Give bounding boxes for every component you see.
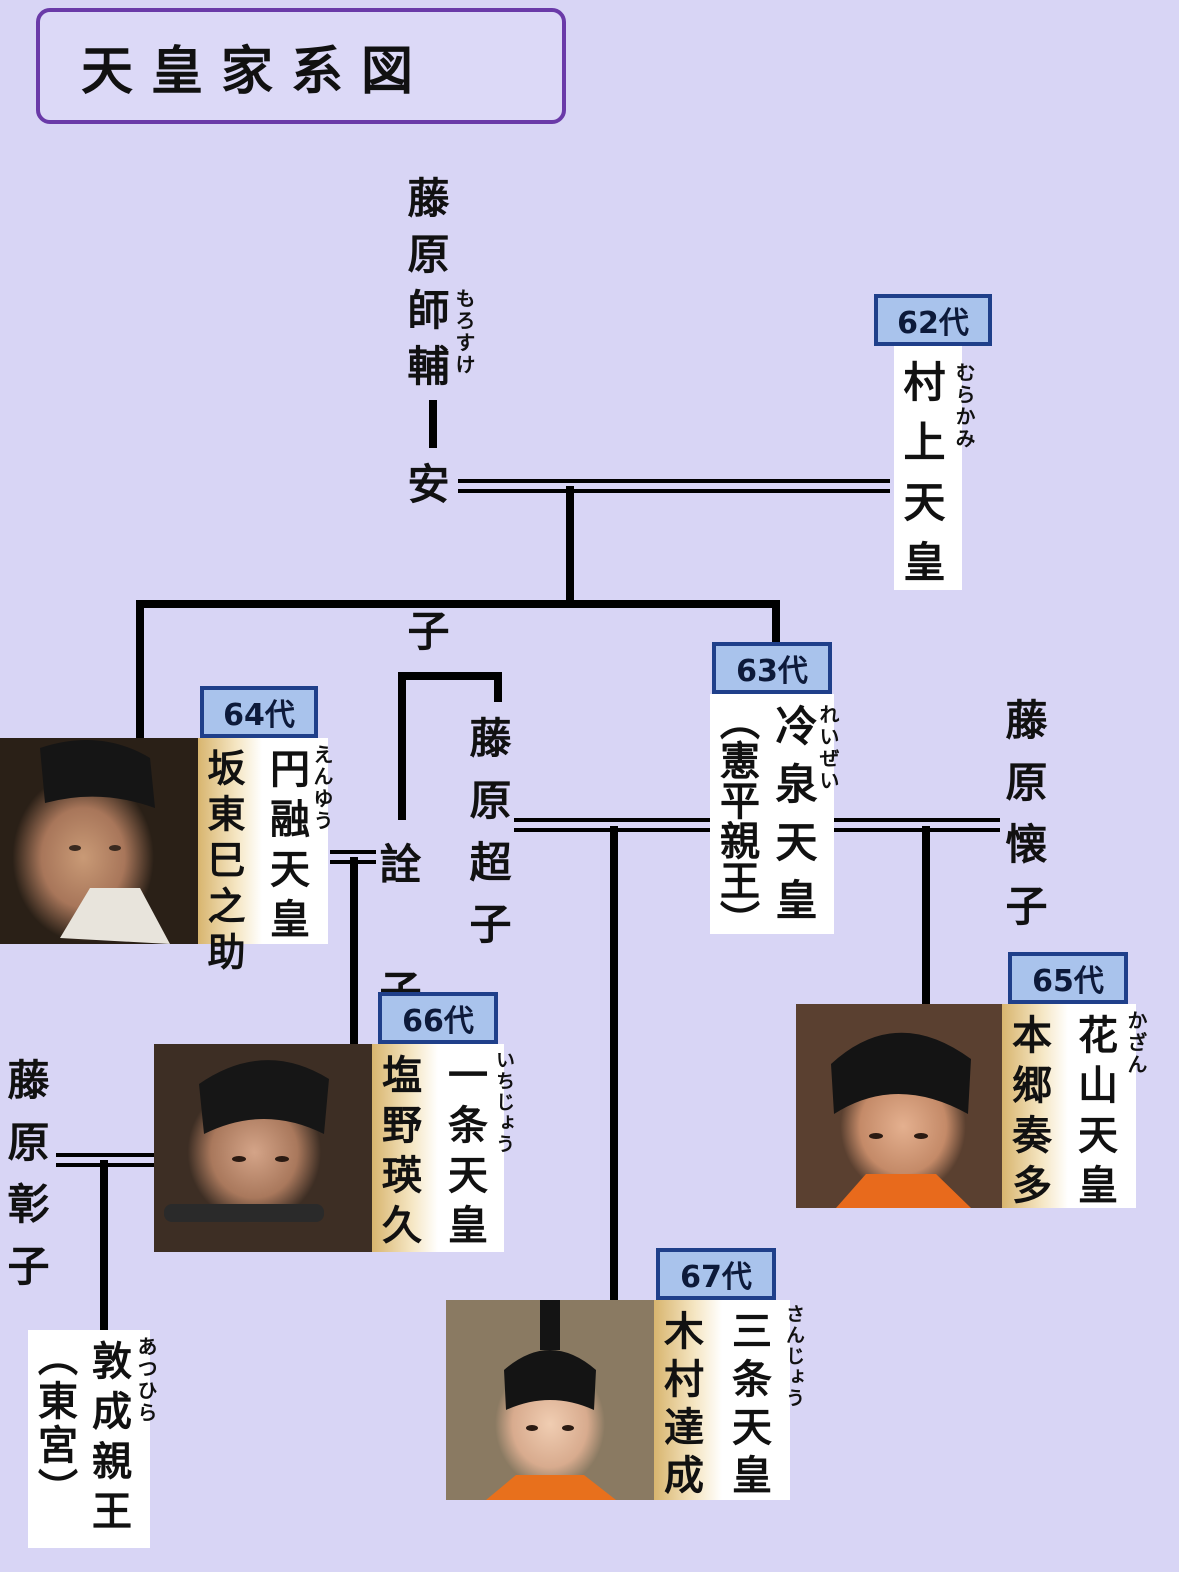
gen-badge-66: 66代 (378, 992, 498, 1044)
kazan-ruby: かざん (1124, 1010, 1148, 1076)
ichijo-actor-photo (154, 1044, 372, 1252)
enyu-actor-name: 坂東巳之助 (201, 748, 245, 978)
kazan-actor-name: 本郷奏多 (1005, 1014, 1051, 1214)
gen-badge-67: 67代 (656, 1248, 776, 1300)
ichijo-name: 一条天皇 (441, 1054, 487, 1254)
title-box: 天皇家系図 (36, 8, 566, 124)
murakami-name: 村上天皇 (897, 360, 946, 600)
ichijo-actor-name: 塩野瑛久 (375, 1054, 421, 1254)
atsuhira-panel (28, 1330, 150, 1548)
kazan-name: 花山天皇 (1071, 1014, 1117, 1214)
atsuhira-ruby: あつひら (134, 1336, 158, 1424)
shoshi-name: 藤原彰子 (1, 1058, 50, 1306)
kazan-panel (1068, 1004, 1136, 1208)
reizei-ruby: れいぜい (816, 704, 840, 792)
reizei-name: 冷泉天皇 (769, 704, 818, 936)
sanjo-name: 三条天皇 (725, 1310, 771, 1502)
atsuhira-alt: （東宮） (31, 1336, 77, 1512)
moro-name: 藤原師輔 (401, 176, 450, 400)
page-title: 天皇家系図 (80, 40, 431, 102)
atsuhira-name: 敦成親王 (85, 1340, 131, 1540)
sanjo-actor-panel (654, 1300, 722, 1500)
ichijo-actor-panel (372, 1044, 438, 1252)
murakami-ruby: むらかみ (952, 362, 976, 450)
kazan-actor-photo (796, 1004, 1002, 1208)
reizei-alt: （憲平親王） (713, 700, 759, 940)
sanjo-actor-photo (446, 1300, 654, 1500)
ichijo-ruby: いちじょう (493, 1050, 515, 1155)
reizei-panel (710, 694, 834, 934)
sanjo-actor-name: 木村達成 (657, 1310, 703, 1502)
sanjo-panel (722, 1300, 790, 1500)
enyu-actor-panel (198, 738, 262, 944)
murakami-panel (894, 346, 962, 590)
sanjo-ruby: さんじょう (783, 1304, 805, 1409)
gen-badge-62: 62代 (874, 294, 992, 346)
moro-ruby: もろすけ (452, 288, 476, 376)
enyu-ruby: えんゆう (310, 744, 334, 832)
gen-badge-64: 64代 (200, 686, 318, 738)
enyu-name: 円融天皇 (263, 748, 309, 948)
yasuko-name: 安 子 (401, 462, 450, 679)
ichijo-panel (438, 1044, 504, 1252)
enyu-actor-photo (0, 738, 198, 944)
kazan-actor-panel (1002, 1004, 1068, 1208)
choshi-name: 藤原超子 (463, 716, 512, 964)
gen-badge-63: 63代 (712, 642, 832, 694)
gen-badge-65: 65代 (1008, 952, 1128, 1004)
enyu-panel (262, 738, 328, 944)
kaishi-name: 藤原懐子 (999, 698, 1048, 946)
